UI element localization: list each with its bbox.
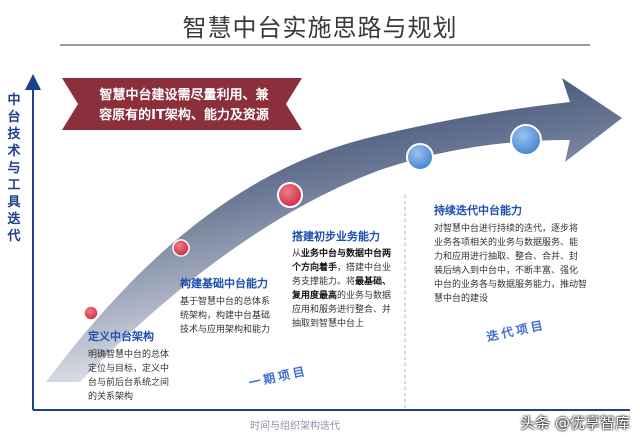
stage-2: 构建基础中台能力 基于智慧中台的总体系 统架构，构建中台基础 技术与应用架构和能… [180,275,270,337]
stage-2-desc-line: 统架构，构建中台基础 [180,311,271,321]
stage-4-desc-line: 慧中台的建设 [434,294,489,304]
banner-ribbon [62,78,302,130]
stage-1-desc-line: 的关系架构 [88,392,134,402]
banner-line-2: 容原有的IT架构、能力及资源 [99,108,269,123]
stage-2-desc-line: 技术与应用架构和能力 [180,325,271,335]
growth-arrow [46,78,622,382]
stage-dot-3 [277,182,303,208]
stage-4-desc-line: 对智慧中台进行持续的迭代，逐步将 [434,224,579,234]
stage-1-desc-line: 明确智慧中台的总体 [88,350,170,360]
stage-2-desc: 基于智慧中台的总体系 统架构，构建中台基础 技术与应用架构和能力 [180,295,270,337]
stage-4-title: 持续迭代中台能力 [434,204,522,217]
watermark: 头条 @优享智库 [520,414,630,432]
stage-1-desc-line: 台与前后台系统之间 [88,378,170,388]
stage-dot-4 [406,143,434,171]
stage-4-desc: 对智慧中台进行持续的迭代，逐步将 业务各项相关的业务与数据服务、能 力和应用进行… [434,222,587,306]
stage-3-desc-line: 应用和服务进行整合、并 [292,305,392,315]
stage-3-desc-line: 务支撑能力。将最基础、 [292,277,392,287]
stage-1-title: 定义中台架构 [88,330,154,343]
banner-line-1: 智慧中台建设需尽量利用、兼 [99,88,269,103]
stage-3-desc-line: 个方向着手，搭建中台业 [292,263,392,273]
stage-4-desc-line: 中台的业务各与数据服务能力，推动智 [434,280,588,290]
y-axis-label: 中台技术与工具迭代 [7,93,21,244]
stage-2-title: 构建基础中台能力 [180,277,268,290]
stage-3: 搭建初步业务能力 从业务中台与数据中台两 个方向着手，搭建中台业 务支撑能力。将… [292,228,391,331]
stage-1: 定义中台架构 明确智慧中台的总体 定位与目标，定义中 台与前后台系统之间 的关系… [88,328,169,404]
stage-1-desc-line: 定位与目标，定义中 [88,364,170,374]
stage-dot-5 [510,124,542,156]
stage-3-desc-line: 抽取到智慧中台上 [292,319,365,329]
stage-4: 持续迭代中台能力 对智慧中台进行持续的迭代，逐步将 业务各项相关的业务与数据服务… [434,202,587,306]
stage-dot-1 [83,305,99,321]
stage-dot-2 [172,239,190,257]
stage-2-desc-line: 基于智慧中台的总体系 [180,297,271,307]
stage-4-desc-line: 业务各项相关的业务与数据服务、能 [434,238,579,248]
x-axis-label: 时间与组织架构迭代 [250,421,340,432]
page-title: 智慧中台实施思路与规划 [182,14,458,42]
banner-text: 智慧中台建设需尽量利用、兼 容原有的IT架构、能力及资源 [84,86,284,126]
stage-4-desc-line: 力和应用进行抽取、整合、合并、封 [434,252,579,262]
stage-4-desc-line: 装后纳入到中台中，不断丰富、强化 [434,266,579,276]
stage-3-desc-line: 复用度最高的业务与数据 [292,291,392,301]
title-underline [60,44,590,46]
stage-3-desc-line: 从业务中台与数据中台两 [292,249,392,259]
stage-1-desc: 明确智慧中台的总体 定位与目标，定义中 台与前后台系统之间 的关系架构 [88,348,169,404]
stage-3-desc: 从业务中台与数据中台两 个方向着手，搭建中台业 务支撑能力。将最基础、 复用度最… [292,247,391,331]
stage-3-title: 搭建初步业务能力 [292,230,380,243]
